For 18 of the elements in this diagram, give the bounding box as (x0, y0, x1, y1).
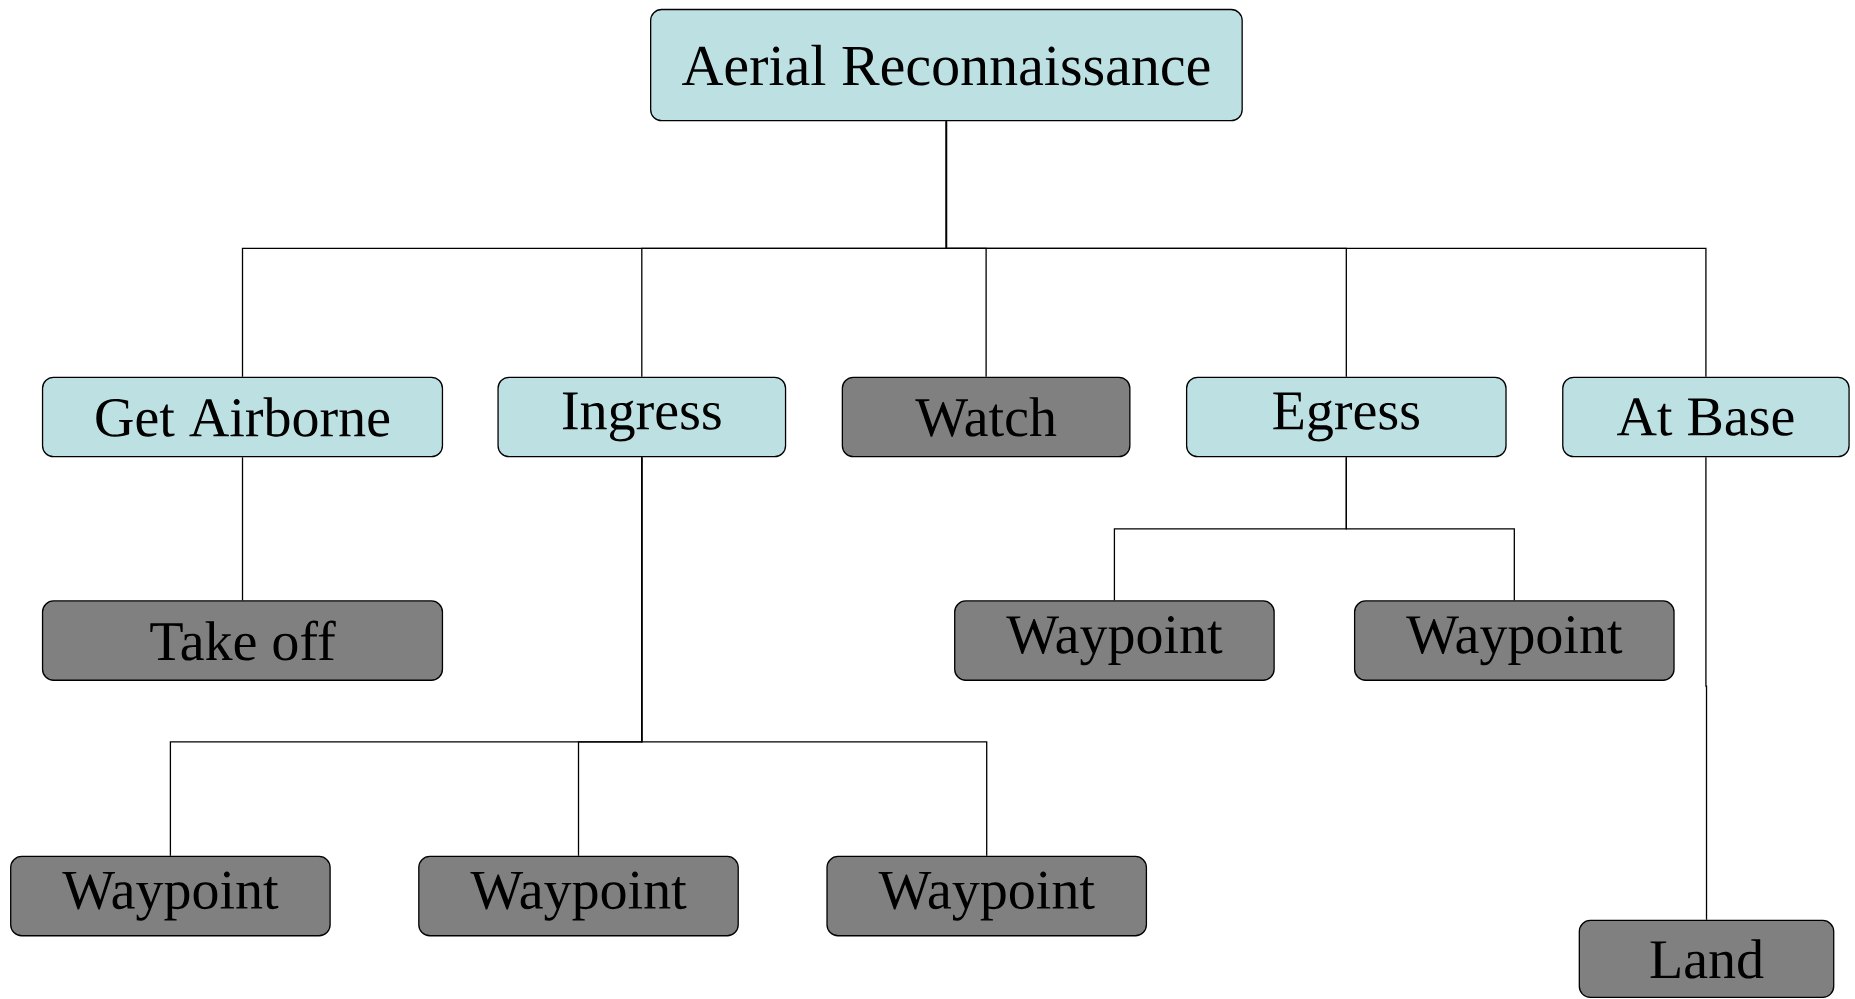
connector-line (1345, 456, 1515, 601)
connector-line (241, 456, 244, 601)
root-box: Aerial Reconnaissance (650, 8, 1243, 122)
subtask-box: Watch (841, 376, 1131, 458)
task-box: Egress (1185, 376, 1507, 458)
task-box: At Base (1562, 376, 1850, 458)
task-box: Ingress (497, 376, 787, 458)
subtask-box: Waypoint (1353, 600, 1675, 681)
subtask-box: Land (1578, 919, 1835, 998)
subtask-box: Waypoint (418, 855, 739, 937)
subtask-box: Waypoint (954, 600, 1275, 681)
connector-line (1705, 456, 1708, 921)
connector-line (641, 456, 988, 857)
task-box: Get Airborne (41, 376, 444, 458)
connector-line (945, 120, 1707, 378)
subtask-box: Waypoint (826, 855, 1148, 937)
subtask-box: Waypoint (10, 855, 331, 937)
subtask-box: Take off (41, 600, 444, 681)
